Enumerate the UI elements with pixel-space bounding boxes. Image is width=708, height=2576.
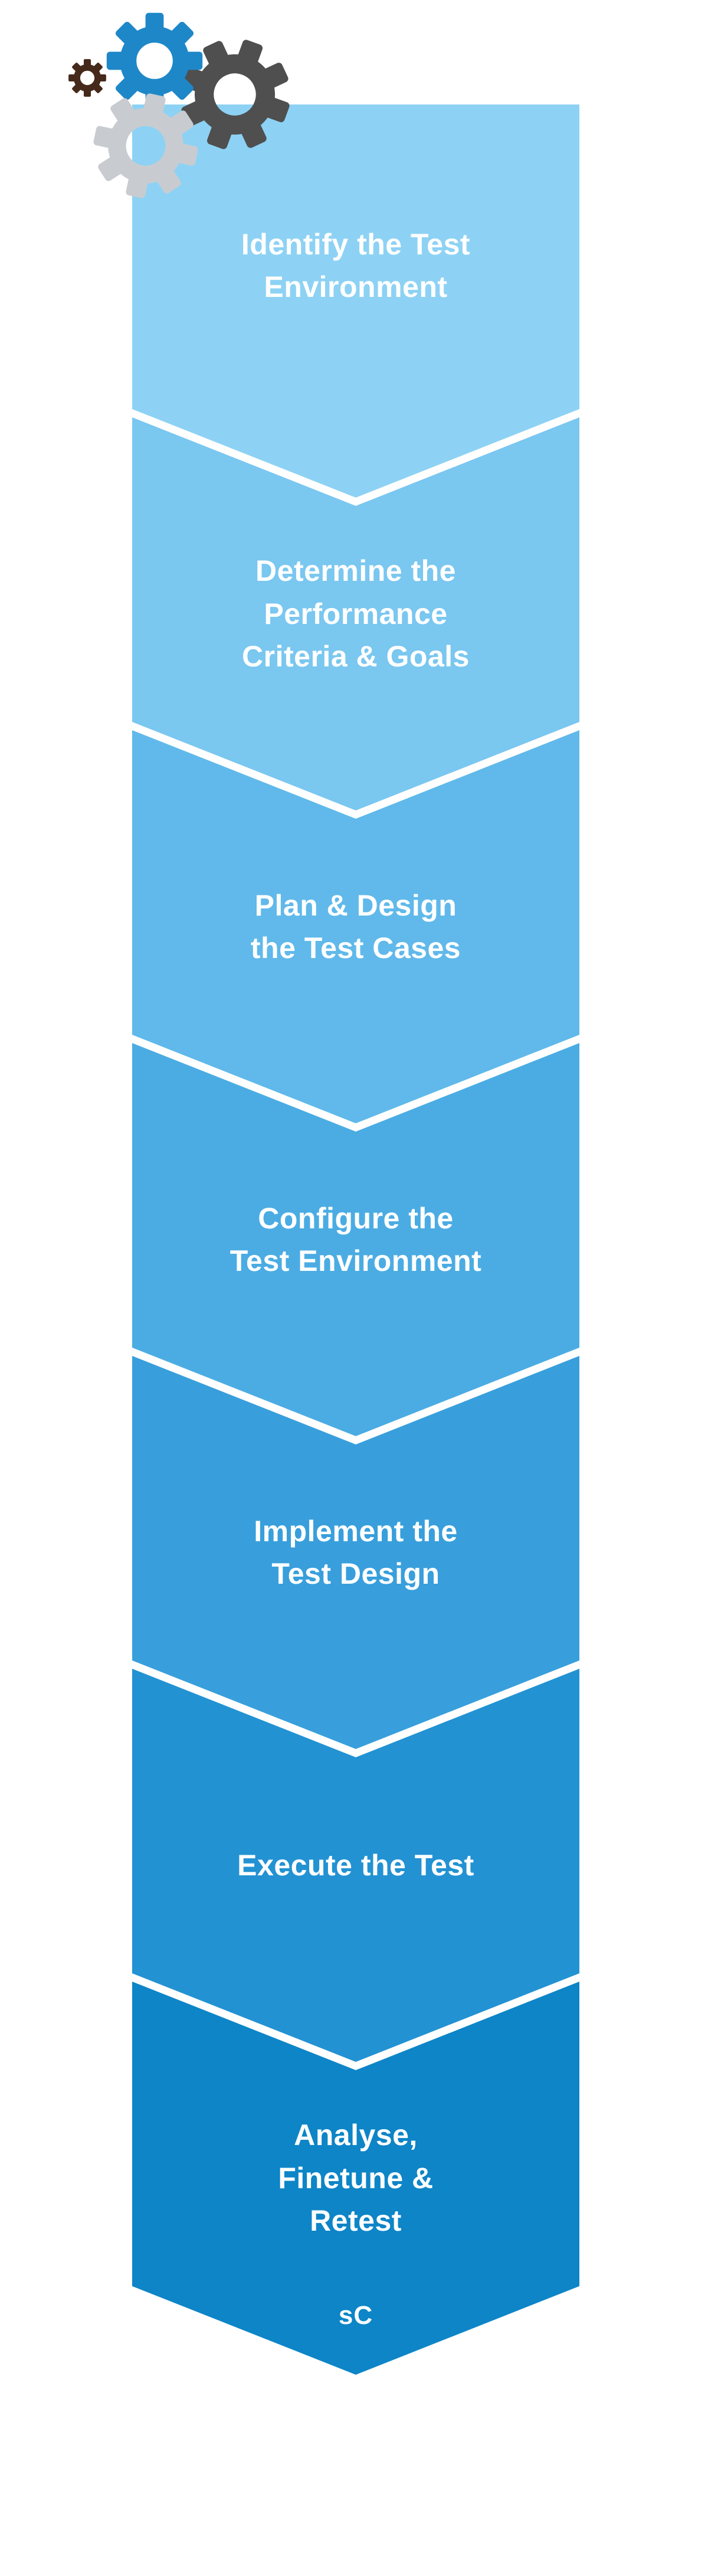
step-label-line: Plan & Design: [254, 888, 457, 922]
step-label-3: Plan & Design the Test Cases: [156, 819, 556, 1035]
step-label-2: Determine the Performance Criteria & Goa…: [156, 506, 556, 722]
step-label-line: Execute the Test: [237, 1848, 474, 1882]
brand-logo: sC: [338, 2301, 373, 2330]
step-label-line: Determine the: [255, 554, 456, 588]
step-label-line: Retest: [310, 2204, 402, 2238]
step-label-line: Environment: [264, 270, 448, 303]
step-label-4: Configure the Test Environment: [156, 1132, 556, 1348]
step-label-line: Criteria & Goals: [242, 640, 470, 674]
blue-gear-icon: [107, 13, 202, 109]
step-label-line: the Test Cases: [250, 931, 461, 965]
step-label-line: Implement the: [254, 1514, 458, 1548]
step-label-line: Configure the: [258, 1201, 454, 1235]
step-label-line: Finetune &: [278, 2161, 434, 2195]
step-label-line: Test Environment: [230, 1244, 482, 1277]
step-label-line: Test Design: [271, 1557, 440, 1590]
step-label-1: Identify the Test Environment: [156, 122, 556, 409]
step-label-line: Identify the Test: [241, 227, 471, 261]
gears-illustration: [0, 0, 330, 236]
step-chevron-1: Identify the Test Environment: [132, 104, 579, 498]
step-chevron-7: Analyse, Finetune & Retest: [132, 1982, 579, 2375]
small-dark-gear-icon: [68, 59, 106, 97]
step-label-6: Execute the Test: [156, 1757, 556, 1973]
step-label-line: Performance: [264, 597, 448, 630]
step-chevron-3: Plan & Design the Test Cases: [132, 730, 579, 1123]
step-label-5: Implement the Test Design: [156, 1444, 556, 1660]
light-gray-gear-icon: [84, 84, 207, 207]
step-label-7: Analyse, Finetune & Retest: [156, 2070, 556, 2286]
step-label-line: Analyse,: [294, 2119, 418, 2152]
